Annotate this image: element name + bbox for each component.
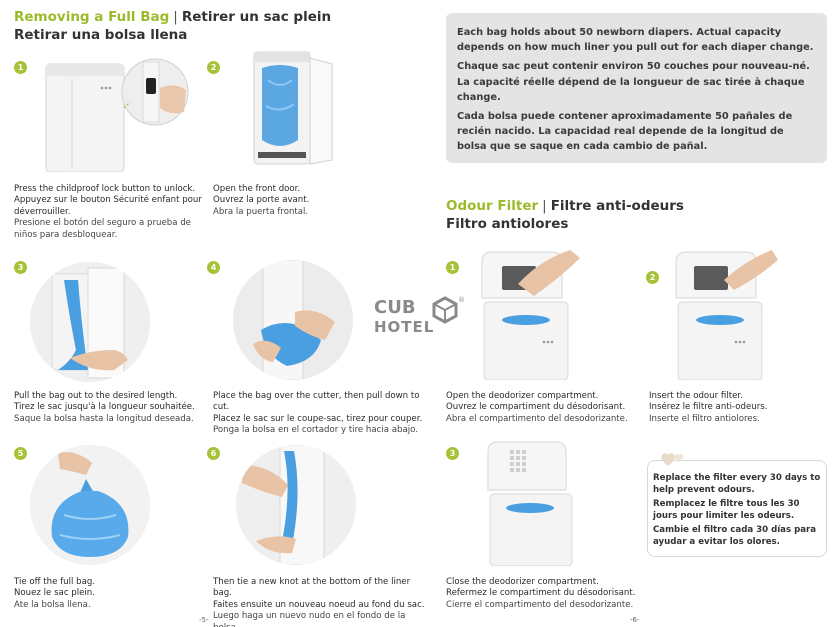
filter-step-3-image — [476, 436, 586, 566]
caption-fr: Appuyez sur le bouton Sécurité enfant po… — [14, 195, 202, 217]
caption-es: Ate la bolsa llena. — [14, 599, 91, 610]
title-es: Retirar una bolsa llena — [14, 27, 188, 43]
caption-en: Pull the bag out to the desired length. — [14, 391, 178, 401]
registered-mark: ® — [458, 296, 465, 304]
caption-fr: Insérez le filtre anti-odeurs. — [649, 402, 768, 413]
caption-en: Close the deodorizer compartment. — [446, 577, 599, 587]
caption-fr: Ouvrez le compartiment du désodorisant. — [446, 402, 626, 413]
caption-es: Saque la bolsa hasta la longitud deseada… — [14, 413, 194, 424]
step-number: 1 — [14, 61, 27, 74]
caption-fr: Refermez le compartiment du désodorisant… — [446, 588, 636, 599]
caption-es: Presione el botón del seguro a prueba de… — [14, 218, 191, 240]
title-separator: | — [173, 9, 178, 25]
step-number: 1 — [446, 261, 459, 274]
caption-en: Tie off the full bag. — [14, 577, 96, 587]
filter-grid-icon — [510, 450, 526, 472]
filter-step-2-caption: Insert the odour filter. Insérez le filt… — [649, 391, 829, 425]
caption-fr: Tirez le sac jusqu'à la longueur souhait… — [14, 402, 195, 413]
left-section-title-es: Retirar una bolsa llena — [14, 26, 187, 44]
step-number: 2 — [207, 61, 220, 74]
page-number-left: -5- — [199, 616, 209, 624]
hearts-icon — [660, 450, 688, 470]
caption-en: Insert the odour filter. — [649, 391, 743, 401]
caption-fr: Ouvrez la porte avant. — [213, 195, 310, 206]
step-number: 3 — [446, 447, 459, 460]
capacity-info-box: Each bag holds about 50 newborn diapers.… — [446, 13, 827, 163]
page-number-right: -6- — [630, 616, 640, 624]
caption-es: Cierre el compartimento del desodorizant… — [446, 599, 634, 610]
step-number: 3 — [14, 261, 27, 274]
caption-es: Inserte el filtro antiolores. — [649, 413, 760, 424]
step-number: 2 — [646, 271, 659, 284]
step-4-caption: Place the bag over the cutter, then pull… — [213, 391, 423, 437]
step-1-caption: Press the childproof lock button to unlo… — [14, 184, 209, 241]
caption-fr: Placez le sac sur le coupe-sac, tirez po… — [213, 413, 423, 424]
step-5-image — [30, 445, 150, 565]
step-1-image — [40, 50, 190, 172]
right-section-title: Odour Filter|Filtre anti-odeurs — [446, 197, 684, 215]
filter-step-2-image — [668, 244, 780, 380]
step-6-caption: Then tie a new knot at the bottom of the… — [213, 577, 428, 627]
logo-line1: CUB — [374, 297, 416, 318]
title-fr: Retirer un sac plein — [181, 9, 332, 25]
right-section-title-es: Filtro antiolores — [446, 215, 568, 233]
tip-en: Replace the filter every 30 days to help… — [653, 473, 821, 495]
filter-tip-box: Replace the filter every 30 days to help… — [647, 460, 827, 557]
caption-en: Then tie a new knot at the bottom of the… — [213, 577, 411, 599]
cubhotel-logo: CUB HOTEL ® — [372, 294, 466, 336]
tip-es: Cambie el filtro cada 30 días para ayuda… — [653, 525, 817, 547]
title-es: Filtro antiolores — [446, 216, 569, 232]
caption-en: Place the bag over the cutter, then pull… — [213, 391, 420, 413]
title-fr: Filtre anti-odeurs — [550, 198, 684, 214]
caption-es: Ponga la bolsa en el cortador y tire hac… — [213, 425, 418, 436]
title-en: Odour Filter — [446, 198, 539, 214]
capacity-fr: Chaque sac peut contenir environ 50 couc… — [457, 61, 810, 103]
capacity-es: Cada bolsa puede contener aproximadament… — [457, 111, 793, 153]
caption-en: Open the front door. — [213, 184, 301, 194]
title-separator: | — [542, 198, 547, 214]
step-4-image — [233, 260, 353, 380]
caption-es: Abra la puerta frontal. — [213, 206, 309, 217]
caption-fr: Nouez le sac plein. — [14, 588, 95, 599]
caption-es: Abra el compartimento del desodorizante. — [446, 413, 628, 424]
filter-step-1-caption: Open the deodorizer compartment. Ouvrez … — [446, 391, 646, 425]
step-5-caption: Tie off the full bag. Nouez le sac plein… — [14, 577, 209, 611]
caption-en: Press the childproof lock button to unlo… — [14, 184, 196, 194]
step-number: 5 — [14, 447, 27, 460]
step-3-image — [30, 262, 150, 382]
step-number: 6 — [207, 447, 220, 460]
step-2-image — [242, 46, 342, 174]
step-6-image — [236, 445, 356, 565]
caption-fr: Faites ensuite un nouveau noeud au fond … — [213, 599, 425, 610]
logo-line2: HOTEL — [374, 318, 434, 336]
caption-es: Luego haga un nuevo nudo en el fondo de … — [213, 611, 406, 627]
left-section-title: Removing a Full Bag|Retirer un sac plein — [14, 8, 331, 26]
step-number: 4 — [207, 261, 220, 274]
capacity-en: Each bag holds about 50 newborn diapers.… — [457, 27, 814, 54]
step-2-caption: Open the front door. Ouvrez la porte ava… — [213, 184, 413, 218]
caption-en: Open the deodorizer compartment. — [446, 391, 599, 401]
step-3-caption: Pull the bag out to the desired length. … — [14, 391, 209, 425]
cube-icon — [432, 296, 458, 324]
tip-fr: Remplacez le filtre tous les 30 jours po… — [653, 499, 800, 521]
filter-step-3-caption: Close the deodorizer compartment. Referm… — [446, 577, 646, 611]
filter-step-1-image — [472, 244, 584, 380]
title-en: Removing a Full Bag — [14, 9, 170, 25]
